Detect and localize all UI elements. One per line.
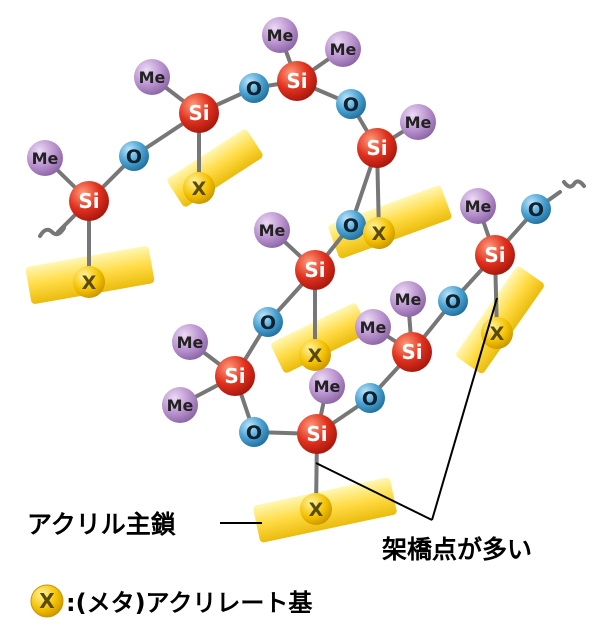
silicon-atom: Si: [69, 181, 109, 221]
acrylate-group: X: [300, 493, 332, 525]
methyl-group-label: Me: [360, 318, 387, 337]
acrylic-backbone-band: [271, 303, 369, 373]
acrylate-group-label: X: [309, 499, 324, 521]
oxygen-atom-label: O: [343, 94, 359, 116]
silicon-atom-label: Si: [286, 69, 307, 93]
acrylic-backbone-band: [167, 129, 263, 207]
legend-acrylate-icon: [30, 584, 64, 618]
silicon-atom: Si: [277, 61, 317, 101]
methyl-group-label: Me: [32, 149, 59, 168]
oxygen-atom-label: O: [528, 199, 544, 221]
oxygen-atom-label: O: [246, 422, 262, 444]
methyl-group-label: Me: [259, 221, 286, 240]
methyl-group: Me: [309, 368, 345, 404]
oxygen-atom-label: O: [343, 215, 359, 237]
silicon-atom: Si: [297, 414, 337, 454]
silicon-atom-label: Si: [401, 340, 422, 364]
methyl-group-label: Me: [167, 396, 194, 415]
methyl-group: Me: [262, 17, 298, 53]
silicon-atom: Si: [392, 332, 432, 372]
methyl-group: Me: [460, 188, 496, 224]
methyl-group: Me: [162, 387, 198, 423]
methyl-group-label: Me: [267, 26, 294, 45]
silicon-atom-label: Si: [304, 258, 325, 282]
legend: X :(メタ)アクリレート基: [30, 584, 313, 618]
acrylate-group: X: [299, 339, 331, 371]
oxygen-atom: O: [355, 383, 385, 413]
methyl-group: Me: [254, 212, 290, 248]
oxygen-atom-label: O: [362, 388, 378, 410]
pointer-crosslink-2: [431, 297, 498, 521]
methyl-group-label: Me: [177, 333, 204, 352]
acrylate-group-label: X: [372, 223, 387, 245]
silicon-atom-label: Si: [224, 364, 245, 388]
silicon-atom: Si: [475, 235, 515, 275]
oxygen-atom: O: [239, 417, 269, 447]
methyl-group-label: Me: [314, 377, 341, 396]
oxygen-atom: O: [438, 286, 468, 316]
oxygen-atom-label: O: [260, 312, 276, 334]
oxygen-atom: O: [336, 210, 366, 240]
methyl-group: Me: [390, 281, 426, 317]
pointer-crosslink-1: [315, 462, 433, 521]
crosslink-label: 架橋点が多い: [382, 535, 532, 564]
oxygen-atom: O: [239, 73, 269, 103]
oxygen-atom-label: O: [246, 78, 262, 100]
methyl-group-label: Me: [330, 40, 357, 59]
legend-text: :(メタ)アクリレート基: [66, 589, 313, 617]
oxygen-atom-label: O: [126, 146, 142, 168]
silicon-atom-label: Si: [366, 136, 387, 160]
silicon-atom-label: Si: [306, 422, 327, 446]
methyl-group-label: Me: [405, 113, 432, 132]
acrylate-group: X: [73, 266, 105, 298]
oxygen-atom: O: [521, 194, 551, 224]
acrylate-group-label: X: [192, 178, 207, 200]
atoms: SiSiSiSiSiSiSiSiSiOOOOOOOOOMeMeMeMeMeMeM…: [27, 17, 551, 525]
silicon-atom: Si: [215, 356, 255, 396]
methyl-group: Me: [325, 31, 361, 67]
methyl-group-label: Me: [465, 197, 492, 216]
silicon-atom-label: Si: [484, 243, 505, 267]
oxygen-atom: O: [253, 307, 283, 337]
silicon-atom-label: Si: [188, 101, 209, 125]
methyl-group: Me: [400, 104, 436, 140]
methyl-group: Me: [172, 324, 208, 360]
acrylate-group: X: [183, 172, 215, 204]
acrylic-main-chain-label: アクリル主鎖: [27, 510, 177, 539]
pointer-lines: [220, 297, 498, 524]
methyl-group: Me: [355, 309, 391, 345]
methyl-group-label: Me: [395, 290, 422, 309]
methyl-group: Me: [27, 140, 63, 176]
oxygen-atom-label: O: [445, 291, 461, 313]
acrylate-group-label: X: [82, 272, 97, 294]
silicon-atom: Si: [357, 128, 397, 168]
silicon-atom-label: Si: [78, 189, 99, 213]
legend-acrylate-symbol: X: [39, 589, 55, 613]
silicon-atom: Si: [179, 93, 219, 133]
oxygen-atom: O: [119, 141, 149, 171]
oxygen-atom: O: [336, 89, 366, 119]
methyl-group-label: Me: [139, 68, 166, 87]
acrylate-group-label: X: [490, 323, 505, 345]
methyl-group: Me: [134, 59, 170, 95]
silicon-atom: Si: [295, 250, 335, 290]
acrylate-group: X: [363, 217, 395, 249]
acrylate-group-label: X: [308, 345, 323, 367]
